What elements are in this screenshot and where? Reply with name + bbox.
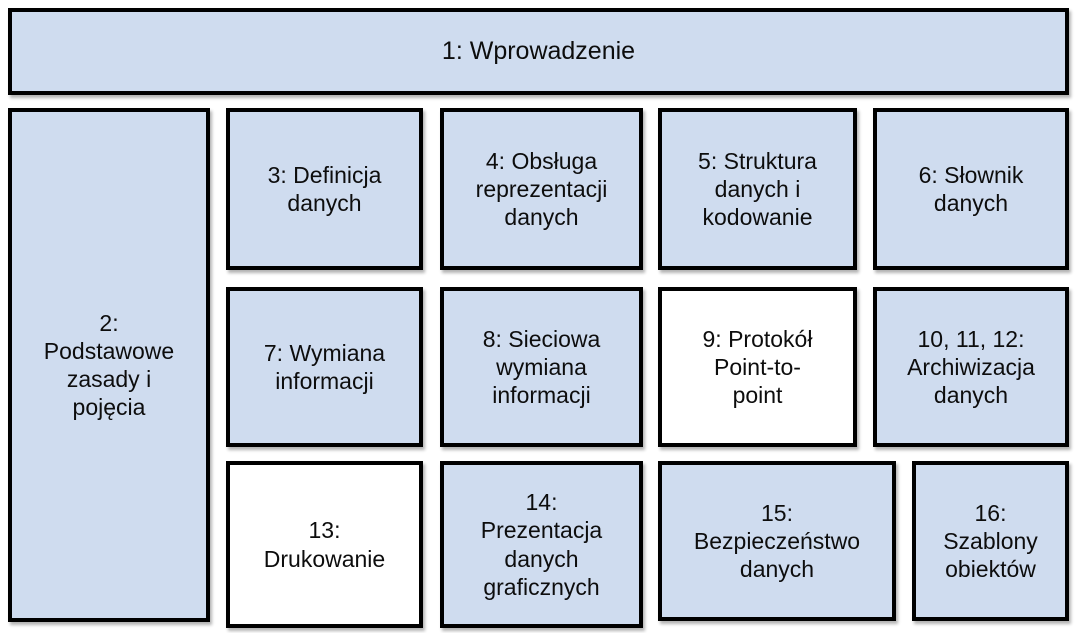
node-7-wymiana-informacji[interactable]: 7: Wymiana informacji (226, 287, 423, 447)
node-5-struktura-danych-i-kodowanie[interactable]: 5: Struktura danych i kodowanie (658, 108, 857, 270)
node-15-bezpieczenstwo-danych[interactable]: 15: Bezpieczeństwo danych (658, 461, 896, 621)
node-13-label: 13: Drukowanie (263, 517, 386, 572)
node-5-label: 5: Struktura danych i kodowanie (698, 147, 817, 231)
node-14-prezentacja-danych-graficznych[interactable]: 14: Prezentacja danych graficznych (440, 461, 643, 628)
node-13-drukowanie[interactable]: 13: Drukowanie (226, 461, 423, 628)
node-15-label: 15: Bezpieczeństwo danych (693, 499, 861, 583)
node-1-label: 1: Wprowadzenie (441, 37, 636, 66)
node-6-slownik-danych[interactable]: 6: Słownik danych (873, 108, 1069, 270)
node-10-11-12-archiwizacja-danych[interactable]: 10, 11, 12: Archiwizacja danych (873, 287, 1069, 447)
node-1-wprowadzenie[interactable]: 1: Wprowadzenie (8, 8, 1069, 95)
node-2-podstawowe-zasady[interactable]: 2: Podstawowe zasady i pojęcia (8, 108, 210, 622)
node-16-szablony-obiektow[interactable]: 16: Szablony obiektów (912, 461, 1069, 621)
node-7-label: 7: Wymiana informacji (263, 339, 386, 394)
node-4-label: 4: Obsługa reprezentacji danych (475, 147, 608, 231)
node-9-label: 9: Protokół Point-to- point (702, 325, 813, 409)
node-4-obsluga-reprezentacji-danych[interactable]: 4: Obsługa reprezentacji danych (440, 108, 643, 270)
node-2-label: 2: Podstawowe zasady i pojęcia (43, 309, 175, 421)
node-8-label: 8: Sieciowa wymiana informacji (482, 325, 601, 409)
node-8-sieciowa-wymiana-informacji[interactable]: 8: Sieciowa wymiana informacji (440, 287, 643, 447)
node-14-label: 14: Prezentacja danych graficznych (480, 489, 603, 600)
node-6-label: 6: Słownik danych (918, 161, 1024, 216)
node-16-label: 16: Szablony obiektów (943, 499, 1038, 583)
node-10-label: 10, 11, 12: Archiwizacja danych (907, 325, 1035, 409)
node-3-label: 3: Definicja danych (267, 161, 382, 216)
node-3-definicja-danych[interactable]: 3: Definicja danych (226, 108, 423, 270)
node-9-protokol-point-to-point[interactable]: 9: Protokół Point-to- point (658, 287, 857, 447)
